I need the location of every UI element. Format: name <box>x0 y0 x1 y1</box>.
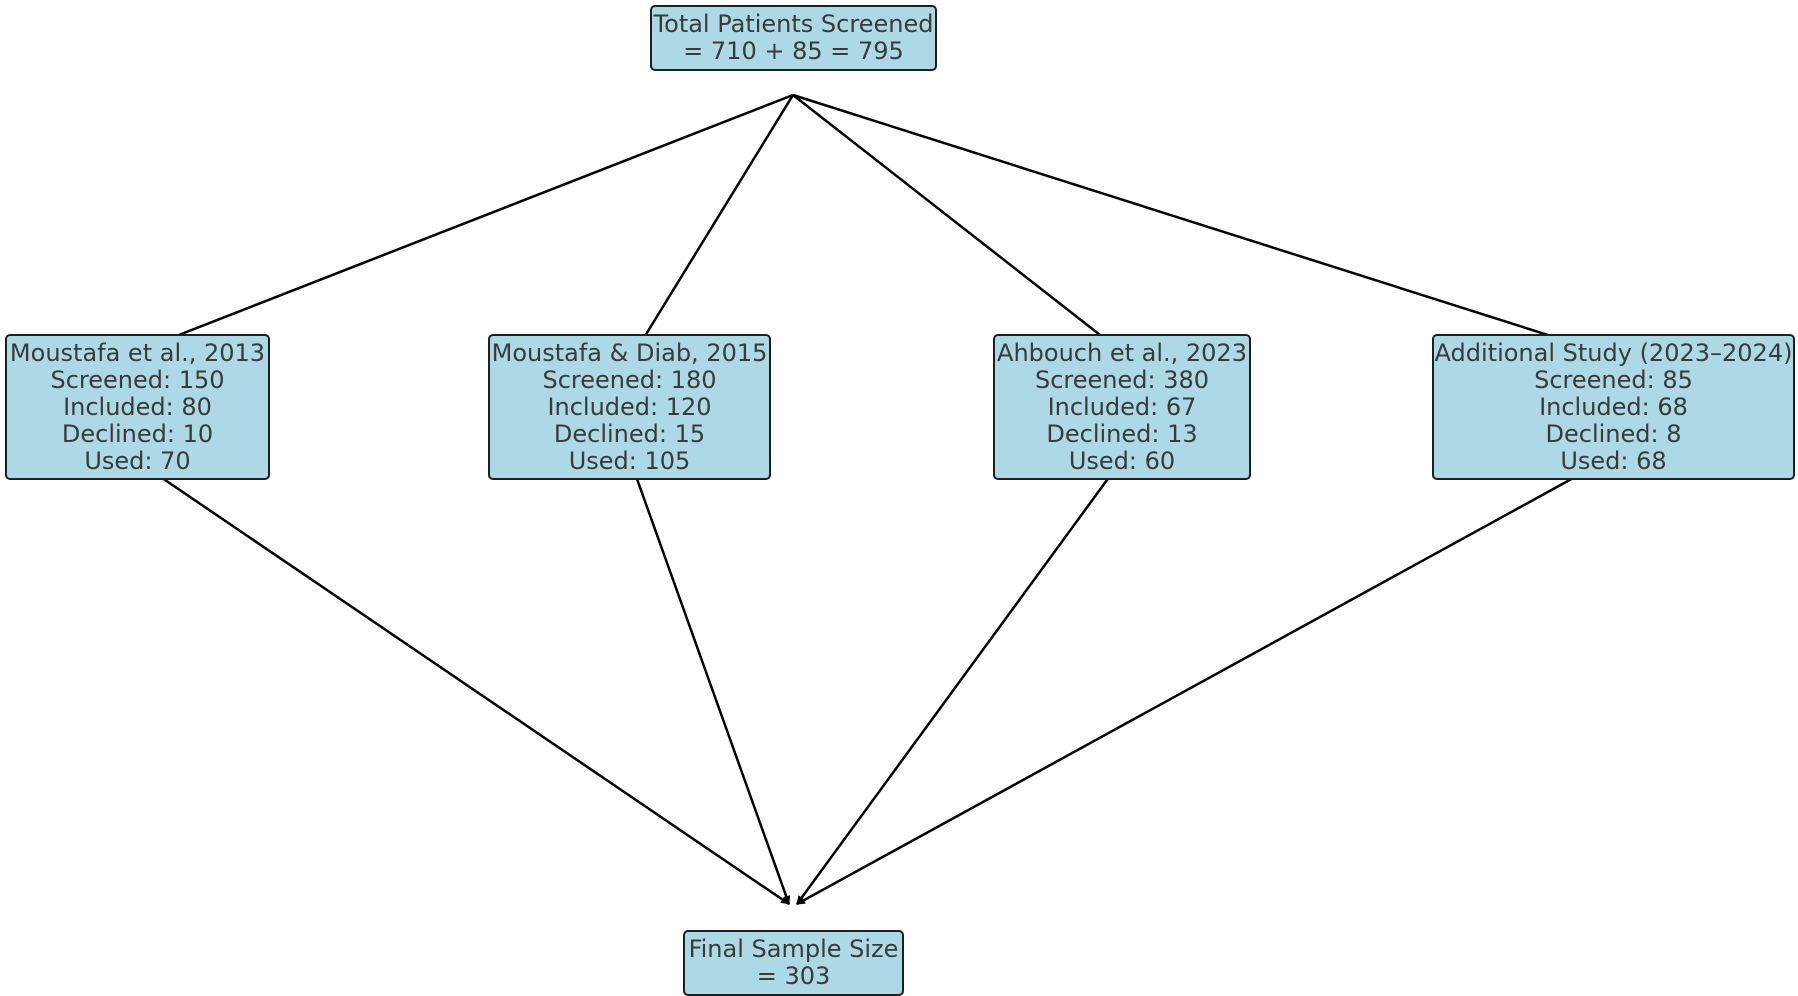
study-included: Included: 67 <box>1047 392 1197 421</box>
study-included: Included: 120 <box>547 392 712 421</box>
study-screened: Screened: 380 <box>1034 365 1210 394</box>
arrow-top-to-study-1 <box>142 93 794 351</box>
final-sample-title: Final Sample Size <box>688 935 899 963</box>
total-screened-sum: = 710 + 85 = 795 <box>683 37 904 65</box>
study-box-ahbouch-2023: Ahbouch et al., 2023 Screened: 380 Inclu… <box>993 334 1251 480</box>
study-used: Used: 105 <box>568 446 691 475</box>
study-included: Included: 68 <box>1539 392 1688 421</box>
study-declined: Declined: 13 <box>1046 419 1198 448</box>
arrow-top-to-study-2 <box>635 94 795 350</box>
study-box-moustafa-2013: Moustafa et al., 2013 Screened: 150 Incl… <box>5 334 270 480</box>
arrow-study-1-to-final <box>142 463 790 906</box>
study-title: Additional Study (2023–2024) <box>1434 338 1793 367</box>
final-sample-value: = 303 <box>756 962 831 990</box>
study-screened: Screened: 180 <box>542 365 717 394</box>
study-title: Moustafa et al., 2013 <box>9 338 266 367</box>
study-title: Moustafa & Diab, 2015 <box>491 338 768 367</box>
study-box-moustafa-diab-2015: Moustafa & Diab, 2015 Screened: 180 Incl… <box>488 334 771 480</box>
arrow-top-to-study-3 <box>792 94 1119 350</box>
study-used: Used: 68 <box>1560 446 1667 475</box>
arrow-study-4-to-final <box>796 463 1598 906</box>
study-title: Ahbouch et al., 2023 <box>997 338 1247 367</box>
study-declined: Declined: 15 <box>553 419 706 448</box>
study-declined: Declined: 10 <box>61 419 214 448</box>
total-screened-title: Total Patients Screened <box>653 10 934 38</box>
study-used: Used: 60 <box>1068 446 1176 475</box>
arrow-study-3-to-final <box>795 464 1120 905</box>
final-sample-box: Final Sample Size = 303 <box>683 930 904 996</box>
study-screened: Screened: 150 <box>50 365 225 394</box>
study-used: Used: 70 <box>84 446 191 475</box>
study-screened: Screened: 85 <box>1534 365 1693 394</box>
arrow-top-to-study-4 <box>792 93 1593 351</box>
arrow-study-2-to-final <box>630 464 791 905</box>
study-declined: Declined: 8 <box>1545 419 1682 448</box>
total-screened-box: Total Patients Screened = 710 + 85 = 795 <box>650 5 937 71</box>
study-box-additional-2023-2024: Additional Study (2023–2024) Screened: 8… <box>1432 334 1795 480</box>
study-included: Included: 80 <box>63 392 212 421</box>
